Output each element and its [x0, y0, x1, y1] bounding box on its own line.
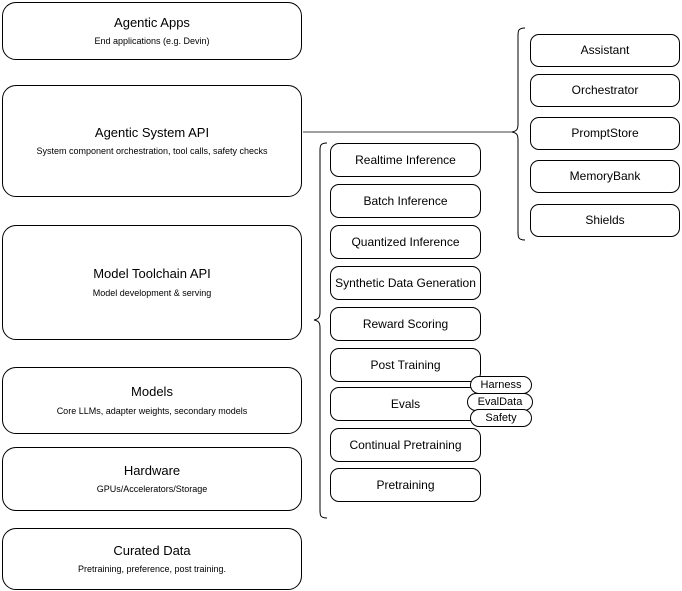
item-label: Synthetic Data Generation — [335, 275, 476, 290]
layer-subtitle: Core LLMs, adapter weights, secondary mo… — [56, 405, 248, 416]
item-label: Shields — [585, 213, 625, 227]
layer-title: Agentic System API — [94, 124, 210, 140]
layer-hardware[interactable]: Hardware GPUs/Accelerators/Storage — [2, 447, 302, 511]
item-label: Realtime Inference — [355, 152, 456, 167]
layer-subtitle: System component orchestration, tool cal… — [36, 146, 268, 156]
toolchain-item-post-training[interactable]: Post Training — [330, 348, 481, 382]
layer-curated-data[interactable]: Curated Data Pretraining, preference, po… — [2, 528, 302, 590]
evals-tag-safety[interactable]: Safety — [470, 409, 532, 427]
item-label: Assistant — [580, 43, 630, 57]
toolchain-item-synthetic-data-generation[interactable]: Synthetic Data Generation — [330, 266, 481, 300]
item-label: Quantized Inference — [351, 234, 460, 249]
item-label: Continual Pretraining — [349, 437, 462, 452]
layer-title: Model Toolchain API — [93, 266, 211, 282]
toolchain-item-realtime-inference[interactable]: Realtime Inference — [330, 143, 481, 177]
brace-system-components — [511, 27, 526, 241]
pill-label: EvalData — [477, 396, 523, 408]
layer-agentic-apps[interactable]: Agentic Apps End applications (e.g. Devi… — [2, 2, 302, 60]
system-item-promptstore[interactable]: PromptStore — [530, 117, 680, 150]
layer-agentic-system-api[interactable]: Agentic System API System component orch… — [2, 85, 302, 197]
layer-title: Curated Data — [113, 542, 191, 558]
item-label: Orchestrator — [571, 83, 639, 97]
toolchain-item-reward-scoring[interactable]: Reward Scoring — [330, 307, 481, 341]
evals-tag-harness[interactable]: Harness — [470, 376, 532, 394]
toolchain-item-evals[interactable]: Evals — [330, 387, 481, 421]
item-label: Reward Scoring — [362, 316, 449, 331]
layer-title: Models — [131, 384, 173, 400]
item-label: PromptStore — [571, 126, 639, 140]
system-item-assistant[interactable]: Assistant — [530, 34, 680, 67]
toolchain-item-continual-pretraining[interactable]: Continual Pretraining — [330, 428, 481, 462]
layer-subtitle: GPUs/Accelerators/Storage — [96, 484, 208, 494]
item-label: Pretraining — [376, 477, 435, 492]
layer-model-toolchain-api[interactable]: Model Toolchain API Model development & … — [2, 225, 302, 340]
system-item-shields[interactable]: Shields — [530, 204, 680, 237]
layer-subtitle: End applications (e.g. Devin) — [94, 36, 210, 46]
brace-toolchain-components — [313, 142, 328, 519]
layer-subtitle: Pretraining, preference, post training. — [77, 564, 227, 574]
system-item-orchestrator[interactable]: Orchestrator — [530, 74, 680, 107]
item-label: Batch Inference — [363, 193, 448, 208]
layer-subtitle: Model development & serving — [92, 287, 212, 298]
item-label: Evals — [390, 396, 421, 411]
layer-title: Agentic Apps — [114, 14, 190, 30]
pill-label: Safety — [485, 412, 517, 424]
item-label: MemoryBank — [569, 169, 641, 183]
pill-label: Harness — [480, 379, 522, 391]
toolchain-item-quantized-inference[interactable]: Quantized Inference — [330, 225, 481, 259]
system-item-memorybank[interactable]: MemoryBank — [530, 160, 680, 193]
toolchain-item-batch-inference[interactable]: Batch Inference — [330, 184, 481, 218]
item-label: Post Training — [370, 357, 441, 372]
layer-title: Hardware — [123, 462, 181, 478]
toolchain-item-pretraining[interactable]: Pretraining — [330, 468, 481, 502]
layer-models[interactable]: Models Core LLMs, adapter weights, secon… — [2, 367, 302, 434]
